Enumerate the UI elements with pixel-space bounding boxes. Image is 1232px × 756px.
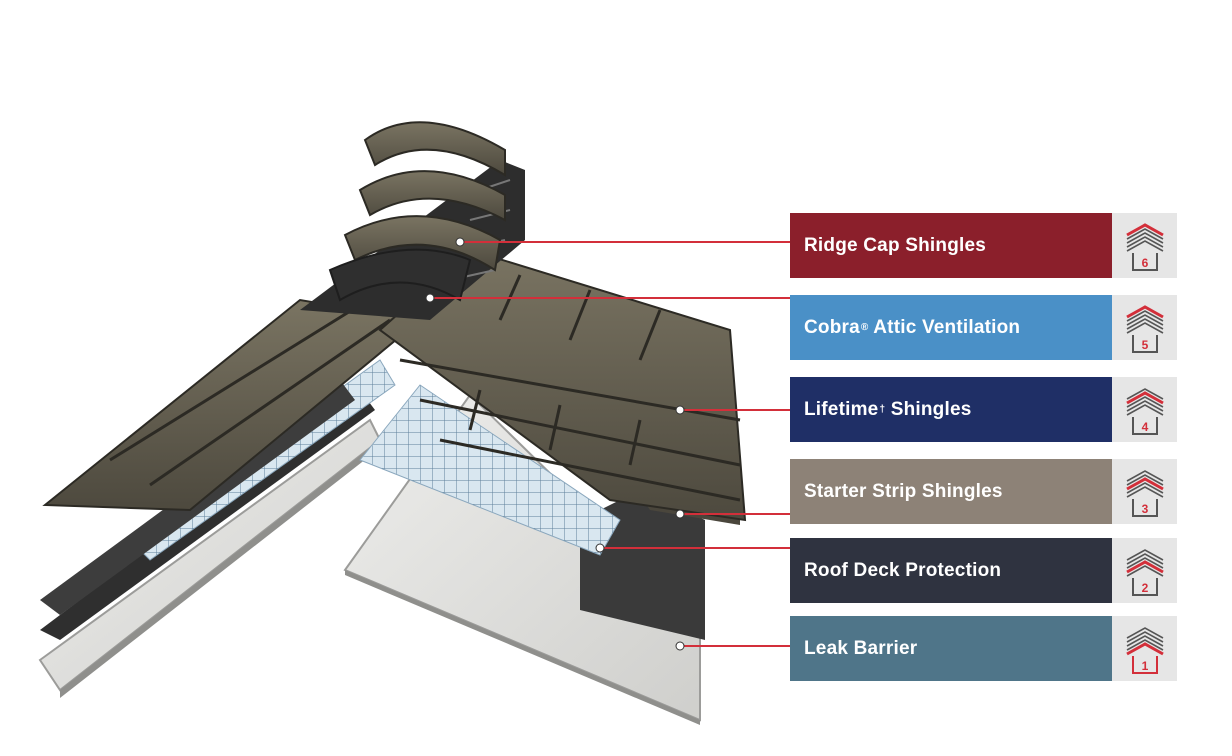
roof-chevron: [1126, 235, 1163, 248]
leader-dot-cobra: [425, 293, 435, 303]
roof-chevron: [1126, 638, 1163, 651]
house-icon-3: 3: [1112, 459, 1177, 524]
house-body: [1131, 252, 1158, 271]
house-body: [1131, 334, 1158, 353]
house-body: [1131, 655, 1158, 674]
roof-chevron: [1126, 317, 1163, 330]
label-text: Leak Barrier: [804, 637, 918, 659]
house-body: [1131, 577, 1158, 596]
leader-dots: [425, 237, 685, 651]
roof-chevron: [1126, 564, 1163, 577]
dagger-mark: †: [879, 404, 886, 415]
house-layers-icon: 5: [1125, 304, 1164, 353]
label-text: Ridge Cap Shingles: [804, 234, 987, 256]
roof-chevron: [1126, 403, 1163, 416]
roof-chevron: [1126, 473, 1163, 486]
roof-chevron: [1126, 634, 1163, 647]
layer-number: 4: [1141, 420, 1148, 434]
label-text-suffix: Attic Ventilation: [868, 316, 1021, 338]
roof-chevron: [1125, 559, 1164, 573]
label-starter-strip-shingles: Starter Strip Shingles: [790, 459, 1112, 524]
house-icon-4: 4: [1112, 377, 1177, 442]
house-icon-2: 2: [1112, 538, 1177, 603]
roof-chevron: [1126, 556, 1163, 569]
layer-number: 5: [1141, 338, 1148, 352]
label-text: Cobra: [804, 316, 860, 338]
house-icon-5: 5: [1112, 295, 1177, 360]
label-text: Lifetime: [804, 398, 879, 420]
label-text: Roof Deck Protection: [804, 559, 1002, 581]
roof-chevron: [1125, 641, 1164, 655]
house-layers-icon: 6: [1125, 222, 1164, 271]
roof-chevron: [1125, 390, 1164, 404]
roof-chevron: [1126, 313, 1163, 326]
roof-chevron: [1126, 321, 1163, 334]
roof-chevron: [1126, 227, 1163, 240]
roof-chevron: [1125, 222, 1164, 236]
leader-dot-ridge-cap: [455, 237, 465, 247]
roof-chevron: [1126, 626, 1163, 639]
registered-mark: ®: [860, 322, 869, 333]
label-lifetime-shingles: Lifetime† Shingles: [790, 377, 1112, 442]
house-body: [1131, 498, 1158, 517]
leader-dot-lifetime: [675, 405, 685, 415]
layer-number: 3: [1141, 502, 1148, 516]
house-layers-icon: 4: [1125, 387, 1164, 435]
label-roof-deck-protection: Roof Deck Protection: [790, 538, 1112, 603]
label-leak-barrier: Leak Barrier: [790, 616, 1112, 681]
label-ridge-cap-shingles: Ridge Cap Shingles: [790, 213, 1112, 278]
label-text-suffix: Shingles: [885, 398, 972, 420]
house-layers-icon: 2: [1125, 548, 1164, 596]
house-layers-icon: 3: [1125, 469, 1164, 517]
roof-chevron: [1126, 387, 1163, 400]
house-body: [1131, 416, 1158, 435]
roof-chevron: [1125, 304, 1164, 318]
house-icon-1: 1: [1112, 616, 1177, 681]
roof-chevron: [1126, 395, 1163, 408]
roof-chevron: [1126, 239, 1163, 252]
label-cobra-attic-ventilation: Cobra® Attic Ventilation: [790, 295, 1112, 360]
roof-chevron: [1126, 309, 1163, 322]
roof-chevron: [1126, 469, 1163, 482]
roof-chevron: [1126, 485, 1163, 498]
roof-chevron: [1126, 399, 1163, 412]
layer-number: 2: [1141, 581, 1148, 595]
leader-lines: [430, 241, 790, 647]
roof-chevron: [1125, 476, 1164, 490]
roof-chevron: [1126, 630, 1163, 643]
roof-chevron: [1126, 481, 1163, 494]
layer-number: 6: [1141, 256, 1148, 270]
leader-dot-deck-protection: [595, 543, 605, 553]
house-icon-6: 6: [1112, 213, 1177, 278]
leader-dot-starter: [675, 509, 685, 519]
roof-chevron: [1126, 548, 1163, 561]
house-layers-icon: 1: [1125, 626, 1164, 674]
layer-number: 1: [1141, 659, 1148, 673]
leader-dot-leak-barrier: [675, 641, 685, 651]
label-text: Starter Strip Shingles: [804, 480, 1003, 502]
ridge-cap-illustration: [328, 121, 506, 302]
roof-chevron: [1126, 552, 1163, 565]
roof-chevron: [1126, 231, 1163, 244]
